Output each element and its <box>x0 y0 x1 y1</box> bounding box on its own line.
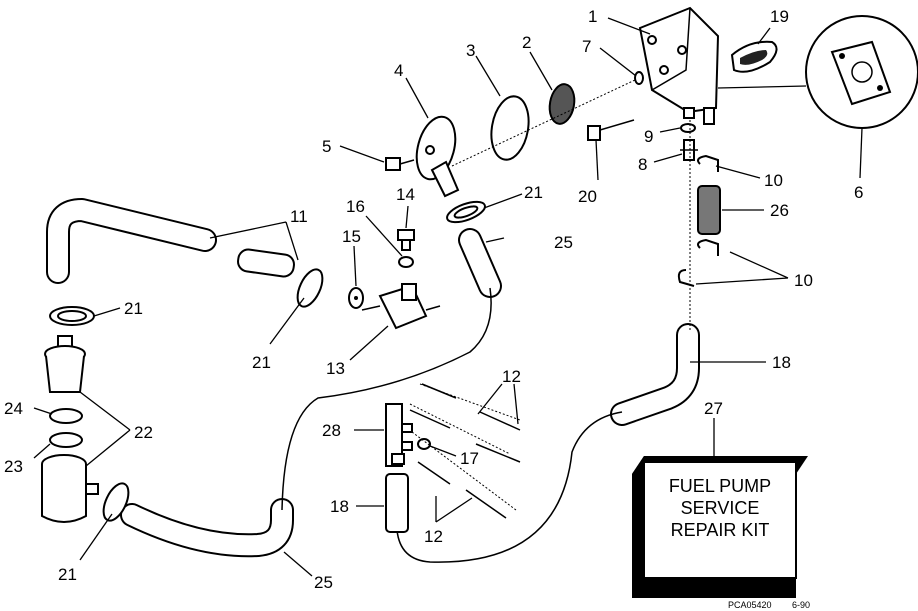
callout-2: 2 <box>522 33 531 52</box>
callout-3: 3 <box>466 41 475 60</box>
clamp-21-left <box>49 306 95 326</box>
check-valve-7 <box>634 71 644 85</box>
callout-13: 13 <box>326 359 345 378</box>
gasket-detail-6 <box>717 15 918 129</box>
callout-9: 9 <box>644 127 653 146</box>
callout-23: 23 <box>4 457 23 476</box>
gasket-19 <box>730 40 778 73</box>
clamp-21-center <box>296 268 324 308</box>
figure-date: 6-90 <box>792 600 810 610</box>
fitting-8 <box>680 139 698 161</box>
fuel-line-center <box>281 287 492 511</box>
callout-22: 22 <box>134 423 153 442</box>
o-ring-3 <box>490 95 530 161</box>
callout-17: 17 <box>460 449 479 468</box>
callout-6: 6 <box>854 183 863 202</box>
hose-18-lower <box>385 473 409 533</box>
callout-28: 28 <box>322 421 341 440</box>
callout-25-lower: 25 <box>314 573 333 592</box>
clamp-10-lower <box>677 269 695 287</box>
washer-16 <box>398 256 414 268</box>
clamp-10-middle <box>697 238 719 256</box>
callout-numbers: 1 2 3 4 5 6 7 8 9 10 10 11 12 12 13 14 1… <box>4 7 863 592</box>
hose-25-lower <box>120 498 294 558</box>
assembly-axis-center <box>451 79 636 167</box>
screw-5 <box>385 157 415 171</box>
callout-12-upper: 12 <box>502 367 521 386</box>
leader-lines <box>33 17 863 577</box>
clamp-10-upper <box>697 154 719 172</box>
o-ring-9 <box>680 123 696 133</box>
filter-head-22 <box>44 335 86 393</box>
washer-15 <box>348 287 364 309</box>
tee-fitting-28 <box>385 403 413 467</box>
callout-21-left: 21 <box>124 299 143 318</box>
filter-26 <box>697 185 721 235</box>
callout-10-upper: 10 <box>764 171 783 190</box>
fuel-line-bottom <box>396 411 623 563</box>
callout-24: 24 <box>4 399 23 418</box>
filter-bowl-22 <box>41 454 99 523</box>
screw-20 <box>587 119 635 141</box>
callout-12-lower: 12 <box>424 527 443 546</box>
screw-bottom <box>391 453 405 465</box>
clamp-21-upper-right <box>446 200 486 224</box>
callout-20: 20 <box>578 187 597 206</box>
cover-4 <box>415 115 460 198</box>
callout-4: 4 <box>394 61 403 80</box>
repair-kit-27: FUEL PUMP SERVICE REPAIR KIT <box>632 456 808 598</box>
callout-18-lower: 18 <box>330 497 349 516</box>
hose-18-right <box>610 323 700 426</box>
callout-21-center: 21 <box>252 353 271 372</box>
screen-2 <box>548 83 576 125</box>
kit-label-line3: REPAIR KIT <box>671 520 770 540</box>
lines-12-lower <box>417 461 507 519</box>
figure-code: PCA05420 <box>728 600 772 610</box>
callout-25-upper: 25 <box>554 233 573 252</box>
callout-18-right: 18 <box>772 353 791 372</box>
callout-1: 1 <box>588 7 597 26</box>
kit-label-line1: FUEL PUMP <box>669 476 771 496</box>
hose-25-upper <box>458 228 502 298</box>
hose-11-upper <box>46 198 217 284</box>
screw-14 <box>397 229 415 251</box>
callout-26: 26 <box>770 201 789 220</box>
callout-21-upper: 21 <box>524 183 543 202</box>
o-ring-24 <box>49 408 83 424</box>
fitting-17 <box>417 438 431 450</box>
callout-11: 11 <box>290 207 308 226</box>
callout-21-bottom: 21 <box>58 565 77 584</box>
callout-27: 27 <box>704 399 723 418</box>
callout-5: 5 <box>322 137 331 156</box>
fuel-pump-body <box>638 6 720 125</box>
callout-10-lower: 10 <box>794 271 813 290</box>
sleeve-11 <box>237 248 295 278</box>
callout-15: 15 <box>342 227 361 246</box>
kit-label-line2: SERVICE <box>681 498 760 518</box>
callout-19: 19 <box>770 7 789 26</box>
o-ring-23 <box>49 432 83 448</box>
lines-12-upper <box>409 383 521 511</box>
callout-8: 8 <box>638 155 647 174</box>
callout-16: 16 <box>346 197 365 216</box>
callout-14: 14 <box>396 185 415 204</box>
callout-7: 7 <box>582 37 591 56</box>
valve-13 <box>361 283 441 330</box>
